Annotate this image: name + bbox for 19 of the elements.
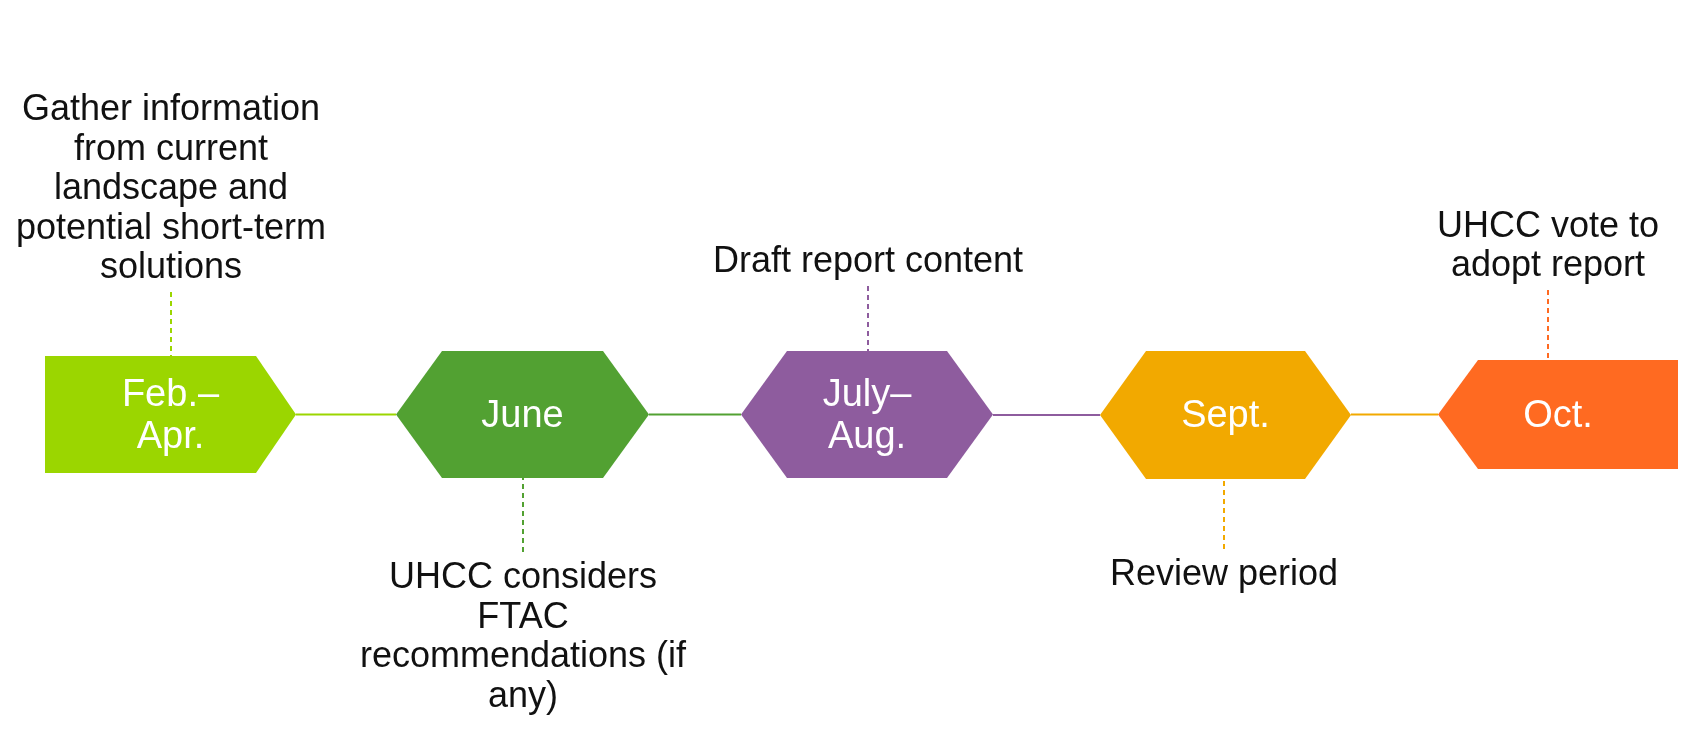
month-label: June: [480, 393, 565, 436]
connector-line: [648, 413, 742, 416]
month-label: Feb.– Apr.: [120, 372, 221, 457]
milestone-text: Gather information from current landscape and potential short-term solutions: [1, 4, 341, 286]
leader-line: [522, 477, 524, 553]
milestone-text: Draft report content: [698, 186, 1038, 280]
milestone-text: UHCC vote to adopt report: [1398, 190, 1698, 284]
leader-line: [1223, 478, 1225, 550]
milestone-text: UHCC considers FTAC recommendations (if any): [343, 556, 703, 736]
month-label: Oct.: [1522, 393, 1594, 436]
connector-line: [992, 414, 1101, 416]
month-label: Sept.: [1180, 394, 1271, 436]
leader-line: [1547, 289, 1549, 361]
milestone-text: Review period: [1054, 553, 1394, 603]
leader-line: [170, 291, 172, 357]
connector-line: [1350, 413, 1439, 416]
connector-line: [295, 413, 397, 416]
month-label: July– Aug.: [821, 372, 913, 457]
leader-line: [867, 285, 869, 352]
